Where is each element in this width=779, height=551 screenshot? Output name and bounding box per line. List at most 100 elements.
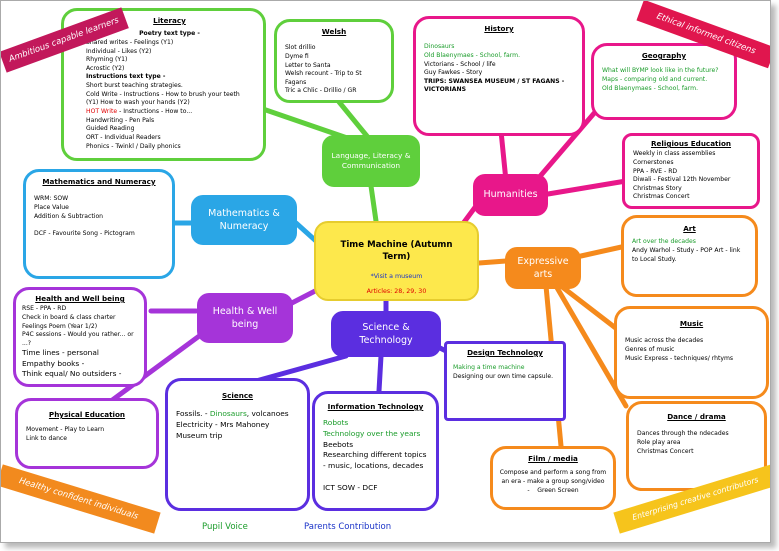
centre-title: Time Machine (Autumn Term) <box>340 240 453 263</box>
hub-health: Health & Well being <box>197 293 293 343</box>
history-item: Victorians - School / life <box>424 60 496 68</box>
health-item: RSE - PPA - RD <box>22 305 67 313</box>
it-title: Information Technology <box>327 402 424 411</box>
connector-lines <box>108 94 629 449</box>
music-item: Music across the decades <box>625 337 704 345</box>
link-expressive-centre <box>476 258 509 266</box>
link-humanities-re <box>533 178 629 199</box>
art-item: Art over the decades <box>632 238 696 246</box>
it-item: Beebots <box>323 439 354 449</box>
health-title: Health and Well being <box>35 294 125 303</box>
literacy-item: Short burst teaching strategies. <box>86 82 183 90</box>
literacy-title: Literacy <box>153 16 186 25</box>
footer-pupil-voice: Pupil Voice <box>202 522 248 532</box>
history-item: Guy Fawkes - Story <box>424 69 483 77</box>
link-language-welsh <box>332 94 374 144</box>
science-item: Electricity - Mrs Mahoney <box>176 419 270 429</box>
link-science-it <box>376 353 384 394</box>
maths-item: Place Value <box>34 203 69 211</box>
re-item: PPA - RVE - RD <box>633 167 678 175</box>
science-item: Museum trip <box>176 430 223 440</box>
link-humanities-history <box>498 128 509 184</box>
re-item: Diwali - Festival 12th November <box>633 176 731 184</box>
footer-parents: Parents Contribution <box>304 522 392 532</box>
film-item: Compose and perform a song from an era -… <box>499 469 609 485</box>
literacy-item: Guided Reading <box>86 125 135 133</box>
science-title: Science <box>221 391 254 400</box>
literacy-item: Handwriting - Pen Pals <box>86 116 155 124</box>
maths-item <box>34 221 164 230</box>
science-fossils-text: Fossils. - <box>176 409 210 419</box>
literacy-item: HOT Write - Instructions - How to... <box>86 108 253 117</box>
geography-item: Maps - comparing old and current. <box>602 75 708 83</box>
centre-visit: *Visit a museum <box>370 273 423 281</box>
hub-maths-label: Mathematics & Numeracy <box>208 207 280 232</box>
geography-box: Geography What will BYMP look like in th… <box>591 43 737 120</box>
geography-list: What will BYMP look like in the future?M… <box>602 67 726 93</box>
it-item: ICT SOW - DCF <box>323 482 378 492</box>
science-line-fossils: Fossils. - Dinosaurs, volcanoes <box>176 409 299 420</box>
link-maths-centre <box>293 220 319 244</box>
hub-health-label: Health & Well being <box>212 305 278 330</box>
art-item: Andy Warhol - Study - POP Art - link to … <box>632 246 743 263</box>
hub-expressive: Expressive arts <box>505 247 581 289</box>
literacy-item: Instructions text type - <box>86 73 166 81</box>
literacy-item: Cold Write - Instructions - How to brush… <box>86 90 242 107</box>
science-box: Science Fossils. - Dinosaurs, volcanoes … <box>165 378 310 511</box>
film-list: Compose and perform a song from an era -… <box>499 469 607 495</box>
maths-item: Addition & Subtraction <box>34 212 104 220</box>
literacy-item: Rhyming (Y1) <box>86 56 128 64</box>
music-title: Music <box>679 319 704 328</box>
health-item: Check in board & class charter <box>22 313 116 321</box>
literacy-item: Shared writes - Feelings (Y1) <box>86 38 174 46</box>
history-title: History <box>484 24 514 33</box>
geography-item: What will BYMP look like in the future? <box>602 67 719 75</box>
welsh-item: Tric a Chlic - Drillio / GR <box>285 87 357 95</box>
re-item: Weekly in class assemblies <box>633 150 716 158</box>
music-item: Genres of music <box>625 345 675 353</box>
re-title: Religious Education <box>650 139 732 148</box>
maths-item: DCF - Favourite Song - Pictogram <box>34 229 135 237</box>
history-item: Old Blaenymaes - School, farm. <box>424 51 521 59</box>
film-item: - Green Screen <box>527 486 579 494</box>
film-box: Film / media Compose and perform a song … <box>490 446 616 510</box>
literacy-item: Individual - Likes (Y2) <box>86 47 152 55</box>
link-humanities-geography <box>533 108 599 184</box>
link-expressive-art <box>578 243 629 259</box>
dance-item: Christmas Concert <box>637 447 694 455</box>
hub-language-label: Language, Literacy & Communication <box>331 150 411 170</box>
health-item: Empathy books - <box>22 358 85 368</box>
dance-item: Dances through the ndecades <box>637 430 729 438</box>
health-item: P4C sessions - Would you rather... or ..… <box>22 331 136 347</box>
re-item: Christmas Concert <box>633 193 690 201</box>
health-item: Feelings Poem (Year 1/2) <box>22 322 98 330</box>
geography-title: Geography <box>641 51 687 60</box>
health-item: Think equal/ No outsiders - <box>22 369 122 379</box>
link-health-pe <box>108 328 209 404</box>
welsh-item: Slot drillio <box>285 44 316 52</box>
it-item <box>323 472 428 483</box>
hub-humanities-label: Humanities <box>483 189 538 201</box>
maths-item: WRM: SOW <box>34 195 69 203</box>
literacy-list: Poetry text type -Shared writes - Feelin… <box>86 30 253 151</box>
pe-item: Movement - Play to Learn <box>26 426 105 434</box>
welsh-item: Welsh recount - Trip to St Fagans <box>285 70 364 86</box>
